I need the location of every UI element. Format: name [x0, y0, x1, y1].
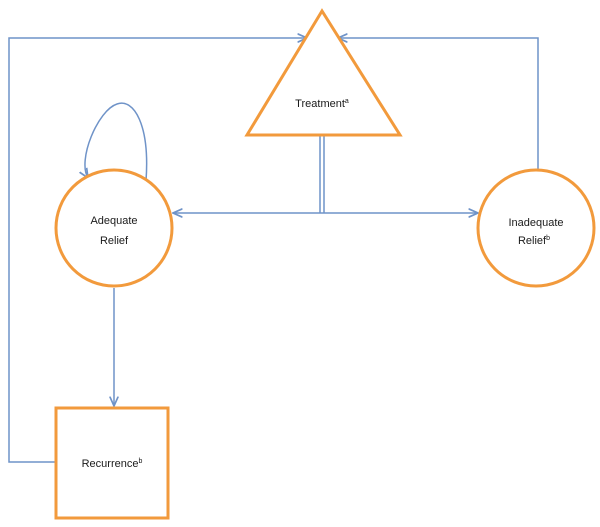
treatment-footnote: a: [345, 98, 349, 105]
recurrence-label: Recurrence: [82, 458, 139, 470]
connector-recurrence-to-treatment: [8, 38, 307, 463]
inadequate-relief-footnote: b: [546, 235, 550, 242]
svg-text:Treatmenta: Treatmenta: [295, 98, 349, 110]
recurrence-footnote: b: [138, 458, 142, 465]
connector-inadequate-to-treatment: [338, 38, 539, 170]
adequate-relief-node: Adequate Relief: [54, 168, 174, 288]
treatment-node: Treatmenta: [244, 8, 403, 137]
svg-text:Recurrenceb: Recurrenceb: [82, 458, 143, 470]
inadequate-relief-label-line1: Inadequate: [508, 217, 563, 229]
inadequate-relief-node: Inadequate Reliefb: [476, 168, 596, 288]
inadequate-relief-label-line2: Relief: [518, 235, 547, 247]
connector-adequate-self-loop: [85, 102, 148, 182]
svg-text:Reliefb: Reliefb: [518, 235, 550, 247]
adequate-relief-label-line1: Adequate: [90, 215, 137, 227]
treatment-label: Treatment: [295, 98, 345, 110]
adequate-relief-label-line2: Relief: [100, 235, 129, 247]
recurrence-node: Recurrenceb: [54, 406, 170, 520]
connector-treatment-stem: [319, 136, 325, 213]
